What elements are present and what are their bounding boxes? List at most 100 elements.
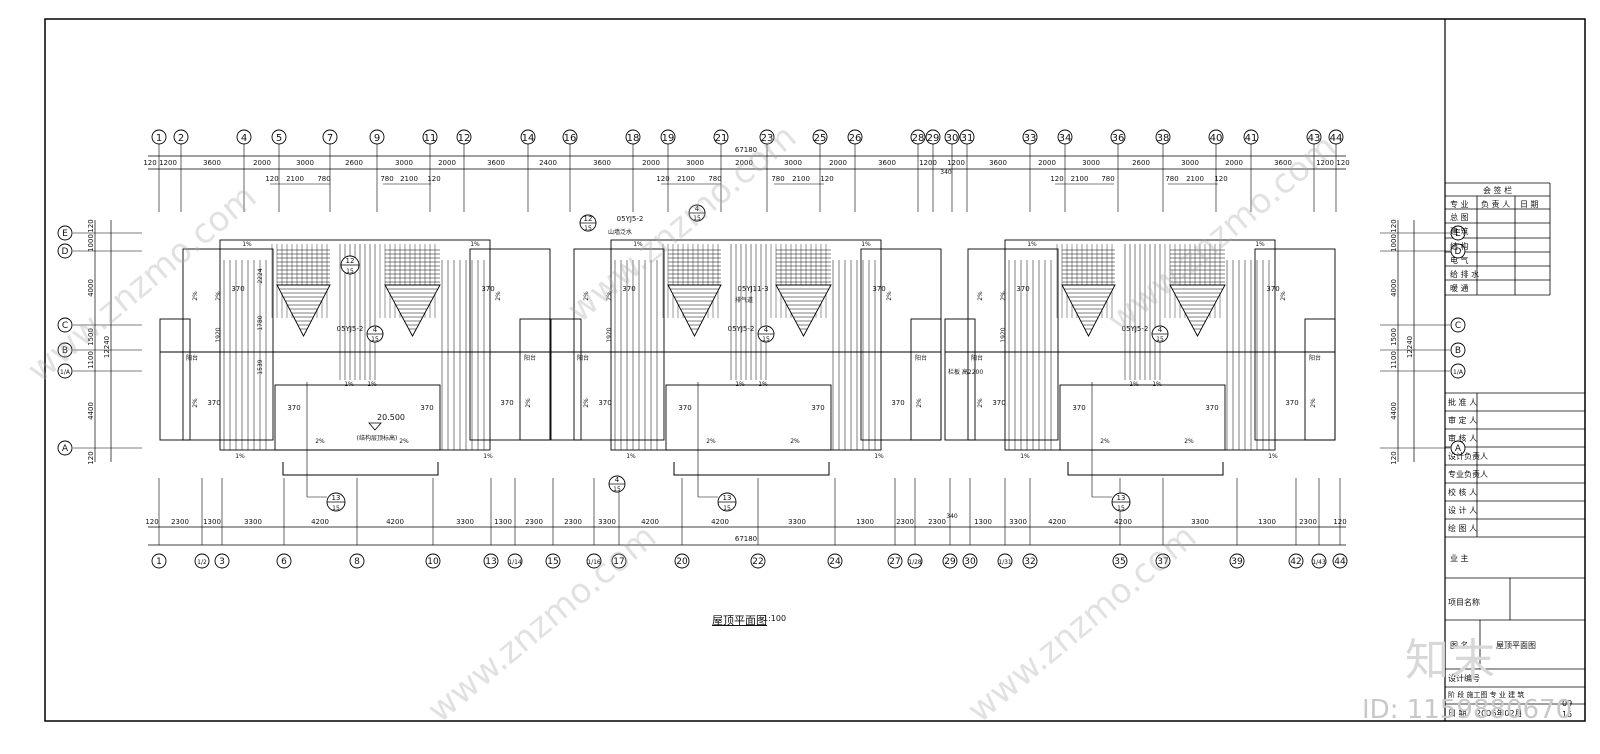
tb-sheet-name: 屋顶平面图	[1496, 641, 1536, 650]
dim-text-bottom: 4200	[386, 518, 404, 526]
dim-1920: 1920	[606, 327, 613, 342]
dim-text-340-top: 340	[940, 169, 952, 176]
axis-label-top: 44	[1330, 133, 1343, 144]
dim-text-top: 3000	[686, 159, 704, 167]
dim-text-right: 1100	[1390, 351, 1398, 369]
drawing-scale: 1:100	[763, 614, 787, 623]
axis-label-top: 43	[1308, 133, 1321, 144]
dim-text-left: 1100	[87, 351, 95, 369]
dim-text-bottom: 2300	[896, 518, 914, 526]
tb-role-1: 审 定 人	[1448, 416, 1478, 425]
dim-text-sub: 2100	[792, 175, 810, 183]
parapet-bracket	[673, 462, 830, 476]
axis-label-bottom: 3	[219, 557, 225, 567]
axis-bubble-bottom	[997, 553, 1013, 569]
parapet-bracket	[1067, 462, 1224, 476]
dim-text-sub: 120	[1050, 175, 1063, 183]
balcony-right-outline	[469, 248, 551, 441]
tb-discipline-0: 总 图	[1450, 213, 1469, 222]
axis-label-top: 31	[961, 133, 974, 144]
slope-label: 2%	[1000, 291, 1007, 301]
dim-370: 370	[1285, 399, 1298, 407]
axis-bubble-left	[57, 225, 73, 241]
slope-label: 2%	[1280, 291, 1287, 301]
parapet-bracket	[282, 462, 439, 476]
dim-370: 370	[872, 285, 885, 293]
detail-callout-num: 12	[346, 257, 355, 265]
std-ref: 05YJ5-2	[337, 325, 364, 333]
detail-callout-num: 4	[373, 326, 378, 334]
dim-370: 370	[207, 399, 220, 407]
slope-label-1: 1%	[1020, 453, 1030, 460]
detail-callout-num: 13	[332, 494, 341, 502]
axis-bubble-bottom	[276, 553, 292, 569]
slope-label: 2%	[192, 398, 199, 408]
elevation-text: 20.500	[377, 413, 405, 422]
axis-label-top: 28	[912, 133, 925, 144]
detail-callout-den: 15	[613, 486, 621, 493]
dim-text-sub: 2100	[400, 175, 418, 183]
axis-bubble-left	[57, 342, 73, 358]
slope-label-1: 1%	[1129, 381, 1139, 388]
detail-callout-num: 4	[695, 205, 700, 213]
axis-bubble-right	[1450, 317, 1466, 333]
tb-discipline-5: 暖 通	[1450, 284, 1469, 293]
slope-label: 2%	[977, 291, 984, 301]
dormer-triangle	[667, 284, 722, 337]
axis-label-top: 11	[424, 133, 437, 144]
stair-well	[274, 384, 441, 451]
dim-text-top: 2000	[253, 159, 271, 167]
axis-label-bottom: 30	[964, 557, 976, 567]
dim-text-bottom: 4200	[641, 518, 659, 526]
dim-text-top: 2600	[345, 159, 363, 167]
axis-label-top: 33	[1024, 133, 1037, 144]
dim-text-top: 2000	[735, 159, 753, 167]
slope-label-1: 1%	[758, 381, 768, 388]
tb-role-6: 设 计 人	[1448, 506, 1478, 515]
axis-label-right: 1/A	[1453, 369, 1464, 376]
dim-text-top: 3000	[784, 159, 802, 167]
dim-1920: 1920	[1000, 327, 1007, 342]
tb-role-0: 批 准 人	[1448, 398, 1478, 407]
axis-bubble-bottom	[611, 553, 627, 569]
axis-label-top: 29	[927, 133, 940, 144]
detail-callout-den: 15	[693, 215, 701, 222]
dim-text-top: 2600	[1132, 159, 1150, 167]
axis-bubble-bottom	[586, 553, 602, 569]
slope-label: 2%	[583, 398, 590, 408]
dim-text-top: 3600	[1274, 159, 1292, 167]
slope-label: 2%	[790, 438, 800, 445]
dim-text-bottom: 1300	[974, 518, 992, 526]
balcony-left-outline	[182, 248, 274, 441]
detail-callout-num: 4	[615, 476, 620, 484]
tb-date-label: 日 期	[1448, 709, 1467, 718]
axis-label-left: B	[62, 346, 68, 356]
dim-text-right: 1500	[1390, 328, 1398, 346]
axis-bubble-bottom	[1155, 553, 1171, 569]
dim-370: 370	[287, 404, 300, 412]
axis-bubble-left	[57, 243, 73, 259]
axis-label-bottom: 32	[1024, 557, 1035, 567]
dim-text-sub: 780	[1165, 175, 1178, 183]
axis-label-right: B	[1455, 346, 1461, 356]
axis-label-top: 38	[1157, 133, 1170, 144]
dim-text-left: 4000	[87, 279, 95, 297]
axis-label-top: 36	[1112, 133, 1125, 144]
dim-text-sub: 120	[1214, 175, 1227, 183]
dim-2224: 2224	[257, 268, 264, 283]
axis-label-top: 16	[564, 133, 577, 144]
axis-label-top: 7	[327, 133, 333, 144]
detail-callout-num: 13	[1117, 494, 1126, 502]
detail-callout-num: 4	[1158, 326, 1163, 334]
axis-label-right: E	[1455, 229, 1461, 239]
dim-370: 370	[811, 404, 824, 412]
dim-text-sub: 120	[820, 175, 833, 183]
slope-label: 2%	[583, 291, 590, 301]
dim-text-left: 4400	[87, 402, 95, 420]
axis-bubble-bottom	[1229, 553, 1245, 569]
dim-text-sub: 2100	[1071, 175, 1089, 183]
dim-text-bottom: 2300	[564, 518, 582, 526]
elevation-marker	[368, 422, 382, 431]
